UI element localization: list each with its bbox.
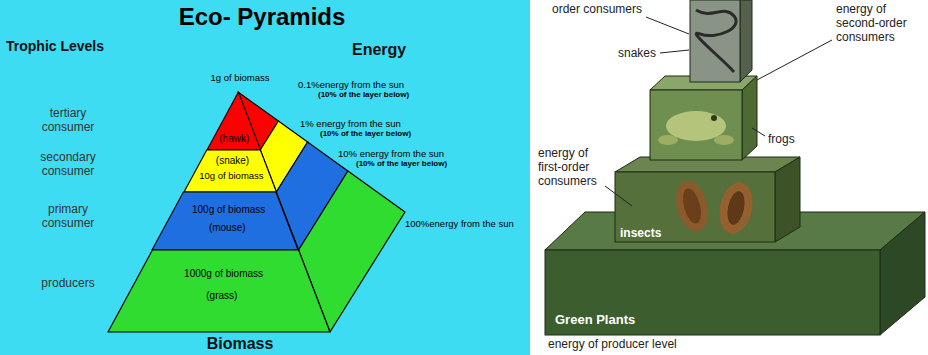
frog-picture bbox=[658, 111, 734, 145]
title-slot: Eco- Pyramids bbox=[179, 2, 346, 31]
block-text: insects bbox=[620, 226, 661, 240]
snake-figure bbox=[696, 10, 736, 72]
block-side bbox=[880, 212, 925, 335]
frog-figure bbox=[711, 115, 717, 121]
callout-label: snakes bbox=[618, 46, 656, 60]
callout-label: energy of first-order consumers bbox=[538, 146, 604, 188]
block-front bbox=[615, 172, 775, 242]
biomass-note: 1g of biomass bbox=[210, 72, 269, 83]
level-label: tertiary consumer bbox=[31, 106, 106, 134]
insect-figure bbox=[715, 179, 757, 237]
pyramid-band: 1000g of biomass (grass) bbox=[108, 250, 330, 332]
band-outline bbox=[184, 150, 277, 192]
leader-line bbox=[752, 128, 765, 136]
energy-note: (10% of the layer below) bbox=[318, 90, 409, 100]
band-outline bbox=[207, 92, 261, 150]
panel-ground bbox=[0, 0, 530, 355]
label-slot: Trophic Levels bbox=[6, 38, 104, 55]
energy-note: (10% of the layer below) bbox=[356, 159, 447, 169]
insect-figure bbox=[671, 177, 713, 235]
label-slot: primary consumer bbox=[31, 202, 106, 230]
label-slot: energy of second-order consumers bbox=[836, 2, 916, 44]
block-text: Green Plants bbox=[555, 312, 635, 328]
leader-line bbox=[646, 17, 689, 34]
text-slot: 10g of biomass bbox=[199, 170, 263, 181]
insect-figure bbox=[680, 187, 705, 226]
level-block: insects bbox=[615, 172, 775, 242]
level-label: primary consumer bbox=[31, 202, 106, 230]
energy-label: 10% energy from the sun bbox=[338, 148, 444, 159]
callout-label: order consumers bbox=[552, 2, 642, 16]
label-slot: energy of first-order consumers bbox=[538, 146, 604, 188]
energy-label: 100%energy from the sun bbox=[405, 218, 514, 229]
block-side bbox=[775, 157, 800, 242]
band-outline bbox=[108, 250, 330, 332]
pyramid-band: (snake) 10g of biomass bbox=[184, 150, 277, 192]
callout-label: energy of second-order consumers bbox=[836, 2, 916, 44]
band-outline bbox=[152, 192, 298, 250]
band-text: 1000g of biomass bbox=[184, 268, 263, 280]
band-text: (hawk) bbox=[219, 133, 249, 145]
level-label: secondary consumer bbox=[31, 150, 106, 178]
axis-heading: Energy bbox=[352, 40, 406, 59]
text-slot: (hawk) bbox=[219, 133, 249, 145]
text-slot: (grass) bbox=[206, 290, 237, 302]
energy-label: 0.1%energy from the sun bbox=[298, 79, 404, 90]
label-slot: 100%energy from the sun bbox=[405, 218, 514, 229]
band-text: (grass) bbox=[206, 290, 237, 302]
label-slot: (10% of the layer below) bbox=[318, 90, 409, 100]
level-block: Green Plants bbox=[545, 250, 880, 335]
text-slot: 100g of biomass bbox=[192, 204, 265, 216]
axis-heading: Trophic Levels bbox=[6, 38, 104, 55]
energy-label: 1% energy from the sun bbox=[300, 118, 401, 129]
band-text: 100g of biomass bbox=[192, 204, 265, 216]
leader-line bbox=[660, 50, 689, 53]
callout-label: frogs bbox=[768, 132, 795, 146]
block-side bbox=[742, 76, 757, 160]
leader-line bbox=[757, 40, 832, 80]
energy-note: (10% of the layer below) bbox=[320, 129, 411, 139]
label-slot: order consumers bbox=[552, 2, 642, 16]
label-slot: 1g of biomass bbox=[210, 72, 269, 83]
axis-heading: Biomass bbox=[207, 334, 274, 353]
text-slot: (mouse) bbox=[209, 222, 246, 234]
block-front bbox=[690, 0, 740, 82]
band-text: (snake) bbox=[216, 155, 249, 167]
pyramid-band: (hawk) bbox=[207, 92, 261, 150]
frog-figure bbox=[658, 135, 678, 145]
block-side bbox=[740, 0, 752, 82]
label-slot: tertiary consumer bbox=[31, 106, 106, 134]
label-slot: 10% energy from the sun bbox=[338, 148, 444, 159]
label-slot: 1% energy from the sun bbox=[300, 118, 401, 129]
insect-picture bbox=[671, 177, 757, 237]
band-text: (mouse) bbox=[209, 222, 246, 234]
label-slot: frogs bbox=[768, 132, 795, 146]
label-slot: Energy bbox=[352, 40, 406, 59]
callout-label: energy of producer level bbox=[548, 337, 677, 351]
pyramid-band: 100g of biomass (mouse) bbox=[152, 192, 298, 250]
label-slot: energy of producer level bbox=[548, 337, 677, 351]
label-slot: snakes bbox=[618, 46, 656, 60]
band-shape bbox=[152, 192, 298, 250]
label-slot: producers bbox=[31, 276, 106, 290]
insect-figure bbox=[725, 190, 748, 227]
band-text: 10g of biomass bbox=[199, 170, 263, 181]
text-slot: Green Plants bbox=[555, 312, 635, 328]
label-slot: 0.1%energy from the sun bbox=[298, 79, 404, 90]
text-slot: 1000g of biomass bbox=[184, 268, 263, 280]
block-front bbox=[545, 250, 880, 335]
level-label: producers bbox=[31, 276, 106, 290]
text-slot: (snake) bbox=[216, 155, 249, 167]
frog-figure bbox=[714, 135, 734, 145]
label-slot: Biomass bbox=[207, 334, 274, 353]
block-front bbox=[650, 90, 742, 160]
text-slot: insects bbox=[620, 226, 661, 240]
label-slot: (10% of the layer below) bbox=[356, 159, 447, 169]
title: Eco- Pyramids bbox=[179, 2, 346, 31]
leader-line bbox=[605, 186, 632, 206]
label-slot: (10% of the layer below) bbox=[320, 129, 411, 139]
label-slot: secondary consumer bbox=[31, 150, 106, 178]
